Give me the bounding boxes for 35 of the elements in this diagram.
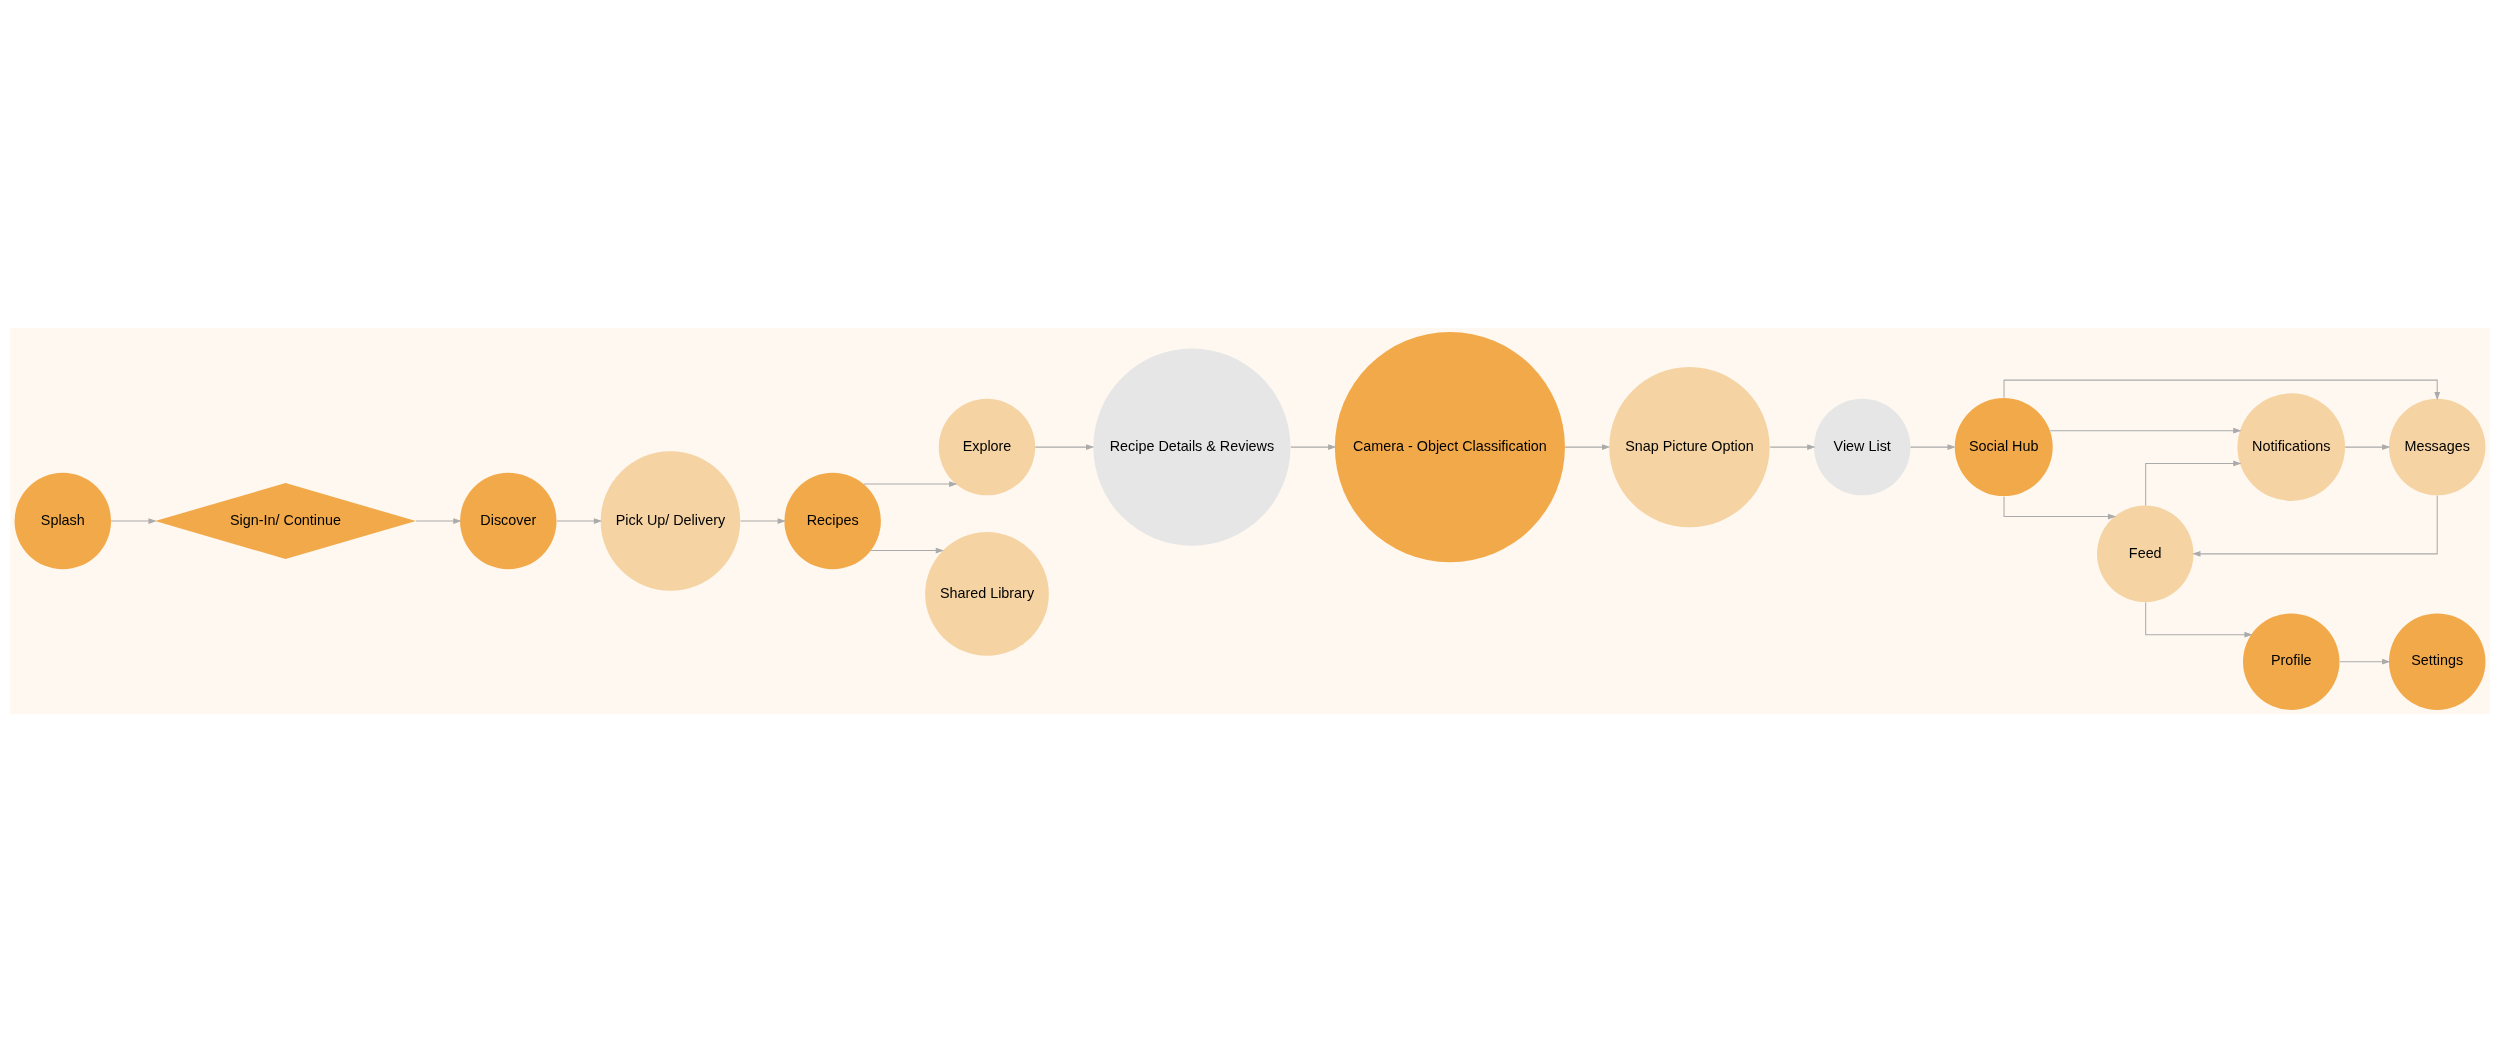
node-circle: Shared Library xyxy=(925,531,1049,656)
node-circle: Messages xyxy=(2388,398,2486,495)
arrow xyxy=(870,547,944,553)
arrow xyxy=(740,517,786,524)
arrow xyxy=(2049,427,2242,434)
arrow xyxy=(1564,443,1611,450)
node-circle: Recipes xyxy=(784,472,881,569)
node-circle: Social Hub xyxy=(1954,397,2053,496)
node-circle: View List xyxy=(1813,398,1911,495)
node-circle: Recipe Details & Reviews xyxy=(1093,348,1291,546)
arrow xyxy=(1034,443,1095,450)
arrow xyxy=(863,480,958,487)
arrow xyxy=(2344,443,2391,450)
arrow xyxy=(2192,494,2438,557)
node-diamond: Sign-In/ Continue xyxy=(155,482,416,559)
arrow xyxy=(1910,443,1956,450)
node-circle: Camera - Object Classification xyxy=(1334,331,1565,562)
node-circle: Discover xyxy=(460,472,557,569)
node-circle: Pick Up/ Delivery xyxy=(600,450,741,591)
arrow xyxy=(2339,658,2391,665)
node-circle: Settings xyxy=(2388,612,2486,710)
node-circle: Explore xyxy=(938,398,1036,495)
node-circle: Snap Picture Option xyxy=(1609,366,1770,527)
arrow xyxy=(2003,379,2441,400)
arrow xyxy=(415,517,462,524)
arrow xyxy=(2145,460,2242,506)
node-circle: Splash xyxy=(14,472,112,569)
arrow xyxy=(2003,495,2117,519)
arrow xyxy=(110,517,157,524)
arrow xyxy=(1769,443,1816,450)
node-circle: Feed xyxy=(2097,505,2194,602)
arrow xyxy=(556,517,603,524)
node-circle: Notifications xyxy=(2237,392,2346,501)
arrow xyxy=(1290,443,1337,450)
arrow xyxy=(2145,601,2253,638)
